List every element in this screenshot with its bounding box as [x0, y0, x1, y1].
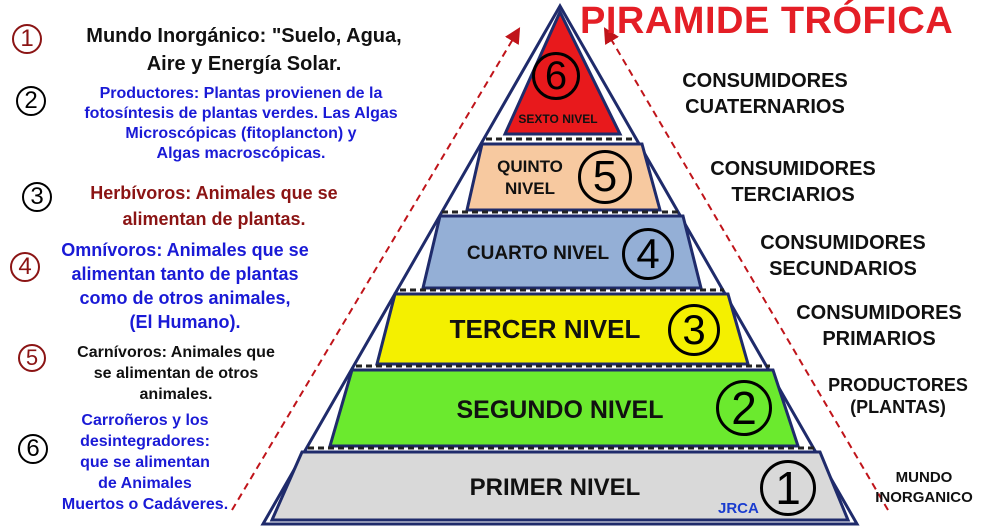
diagram-title: PIRAMIDE TRÓFICA: [580, 0, 954, 42]
level-3-label: TERCER NIVEL: [449, 314, 641, 344]
level-2-number: 2: [716, 380, 772, 436]
right-label-6: CONSUMIDORES CUATERNARIOS: [660, 68, 870, 120]
note-6-line-1: Carroñeros y los: [81, 412, 209, 429]
note-1-text: Mundo Inorgánico: "Suelo, Agua, Aire y E…: [44, 22, 444, 78]
note-4-number: 4: [10, 252, 40, 282]
level-5-number: 5: [578, 150, 632, 204]
level-4-number: 4: [622, 228, 674, 280]
left-dashed-arrow: [231, 27, 521, 511]
right-label-3-line1: CONSUMIDORES: [796, 302, 962, 324]
right-label-1-line2: INORGANICO: [875, 489, 973, 506]
right-label-4: CONSUMIDORES SECUNDARIOS: [738, 230, 948, 282]
right-label-5: CONSUMIDORES TERCIARIOS: [688, 156, 898, 208]
note-2-line-3: Microscópicas (fitoplancton) y: [125, 125, 357, 142]
note-3-line-1: Herbívoros: Animales que se: [90, 183, 338, 203]
note-4-line-1: Omnívoros: Animales que se: [61, 240, 309, 260]
note-3-number: 3: [22, 182, 52, 212]
note-4-line-2: alimentan tanto de plantas: [71, 264, 299, 284]
level-1-label: PRIMER NIVEL: [469, 474, 641, 501]
right-label-2-line1: PRODUCTORES: [828, 375, 968, 395]
note-2-line-1: Productores: Plantas provienen de la: [99, 85, 383, 102]
note-6-line-4: de Animales: [98, 475, 192, 492]
level-6-number: 6: [532, 52, 580, 100]
right-label-5-line1: CONSUMIDORES: [710, 158, 876, 180]
note-1-line-2: Aire y Energía Solar.: [146, 53, 342, 75]
note-6-line-2: desintegradores:: [80, 433, 210, 450]
note-6-text: Carroñeros y los desintegradores: que se…: [30, 410, 260, 515]
note-3-line-2: alimentan de plantas.: [122, 209, 306, 229]
signature-text: JRCA: [718, 500, 759, 517]
note-6-line-5: Muertos o Cadáveres.: [61, 496, 229, 513]
right-dashed-arrow: [603, 27, 889, 511]
note-4-line-3: como de otros animales,: [79, 288, 291, 308]
level-1-band: [269, 450, 851, 522]
right-label-4-line2: SECUNDARIOS: [769, 258, 917, 280]
right-label-6-line2: CUATERNARIOS: [685, 96, 845, 118]
note-1-number: 1: [12, 24, 42, 54]
level-6-label: SEXTO NIVEL: [518, 112, 598, 126]
right-label-2: PRODUCTORES (PLANTAS): [808, 374, 988, 418]
note-5-number: 5: [18, 344, 46, 372]
level-4-label: CUARTO NIVEL: [466, 243, 610, 264]
note-3-text: Herbívoros: Animales que se alimentan de…: [54, 180, 374, 232]
level-2-band: [328, 368, 801, 448]
level-5-label-line1: QUINTO: [497, 157, 563, 176]
note-4-text: Omnívoros: Animales que se alimentan tan…: [40, 238, 330, 334]
note-1-line-1: Mundo Inorgánico: "Suelo, Agua,: [86, 25, 402, 47]
level-1-number: 1: [760, 460, 816, 516]
level-3-band: [375, 292, 750, 366]
level-separators: [308, 137, 815, 450]
right-label-3-line2: PRIMARIOS: [822, 328, 936, 350]
note-2-number: 2: [16, 86, 46, 116]
note-6-line-3: que se alimentan: [80, 454, 210, 471]
level-3-number: 3: [668, 304, 720, 356]
right-label-1-line1: MUNDO: [895, 469, 953, 486]
level-5-label-line2: NIVEL: [504, 179, 556, 198]
note-5-line-2: se alimentan de otros: [93, 365, 259, 382]
right-label-1: MUNDO INORGANICO: [858, 468, 990, 508]
note-2-line-4: Algas macroscópicas.: [156, 145, 326, 162]
right-label-6-line1: CONSUMIDORES: [682, 70, 848, 92]
note-4-line-4: (El Humano).: [129, 312, 241, 332]
note-5-line-3: animales.: [139, 386, 213, 403]
right-label-5-line2: TERCIARIOS: [731, 184, 855, 206]
note-5-line-1: Carnívoros: Animales que: [77, 344, 275, 361]
note-6-number: 6: [18, 434, 48, 464]
level-5-label: QUINTO NIVEL: [490, 156, 570, 200]
note-2-line-2: fotosíntesis de plantas verdes. Las Alga…: [84, 105, 398, 122]
right-label-4-line1: CONSUMIDORES: [760, 232, 926, 254]
note-5-text: Carnívoros: Animales que se alimentan de…: [46, 342, 306, 405]
right-label-3: CONSUMIDORES PRIMARIOS: [774, 300, 984, 352]
note-2-text: Productores: Plantas provienen de la fot…: [36, 84, 446, 164]
right-label-2-line2: (PLANTAS): [850, 397, 946, 417]
level-2-label: SEGUNDO NIVEL: [456, 396, 664, 424]
